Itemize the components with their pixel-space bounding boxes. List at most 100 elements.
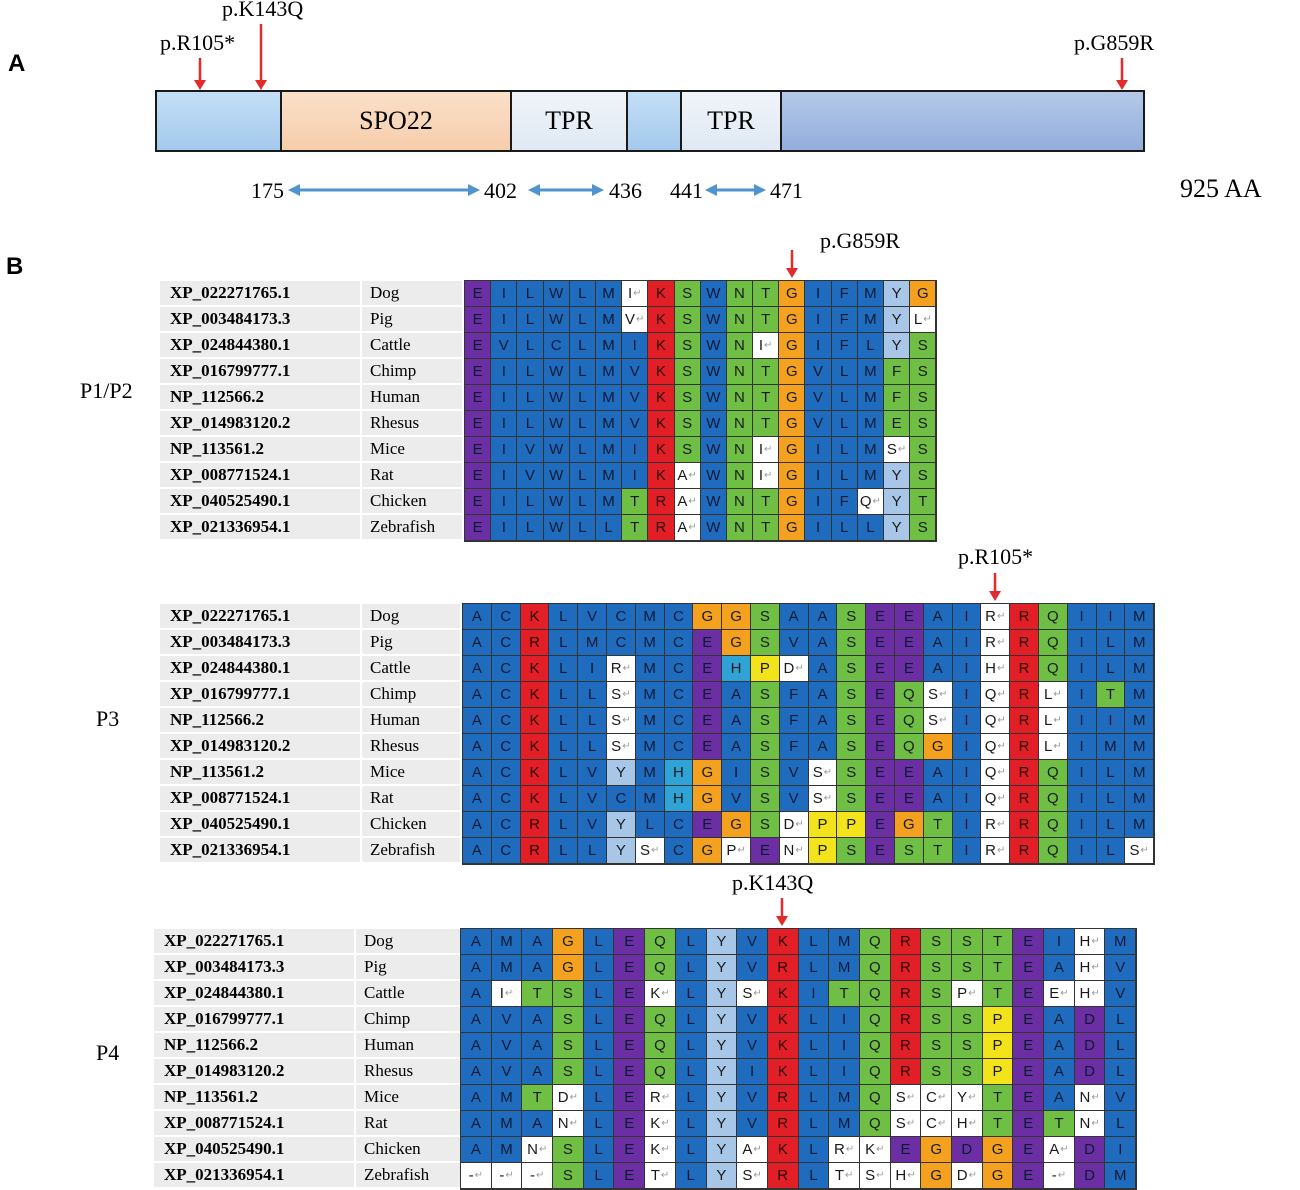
residue-cell: I: [1067, 760, 1097, 786]
protein-length-label: 925 AA: [1180, 174, 1262, 203]
residue-cell: C: [606, 630, 636, 656]
residue-cell: I↵: [491, 981, 523, 1007]
patient-group-label: P3: [96, 706, 120, 731]
residue-cell: K↵: [645, 1111, 676, 1137]
residue-cell: V: [578, 604, 607, 630]
residue-cell: G: [693, 604, 723, 630]
residue-cell: A: [463, 734, 492, 760]
residue-cell: V: [805, 385, 832, 411]
residue-cell: Q: [894, 734, 924, 760]
residue-cell: S: [952, 929, 983, 955]
residue-cell: L: [549, 708, 579, 734]
residue-cell: Q: [859, 929, 891, 955]
residue-cell: I: [1067, 656, 1097, 682]
residue-cell: S: [553, 1163, 584, 1189]
residue-cell: D: [1074, 1137, 1106, 1163]
residue-cell: A: [461, 1111, 492, 1137]
position-436: 436: [609, 178, 642, 203]
residue-cell: E: [693, 812, 723, 838]
accession-id: XP_003484173.3: [154, 955, 354, 979]
residue-cell: C: [664, 708, 694, 734]
residue-cell: A: [461, 955, 492, 981]
residue-cell: E: [866, 812, 895, 838]
residue-cell: R: [520, 812, 550, 838]
residue-cell: K↵: [645, 1137, 676, 1163]
residue-cell: H↵: [952, 1111, 983, 1137]
panel-a-arrows: [194, 24, 1128, 196]
residue-cell: E: [866, 760, 895, 786]
residue-cell: L↵: [910, 307, 937, 333]
residue-cell: S↵: [859, 1163, 891, 1189]
residue-cell: M: [491, 1085, 523, 1111]
residue-cell: H↵: [1074, 981, 1106, 1007]
residue-cell: I: [1067, 630, 1097, 656]
residue-cell: A: [461, 1059, 492, 1085]
accession-id: XP_003484173.3: [160, 630, 360, 654]
residue-cell: H↵: [1074, 929, 1106, 955]
residue-cell: E: [894, 604, 924, 630]
residue-cell: S: [553, 1033, 584, 1059]
residue-cell: L: [517, 489, 544, 515]
residue-cell: E: [693, 734, 723, 760]
residue-cell: Y: [706, 1059, 738, 1085]
residue-cell: L: [583, 1111, 615, 1137]
residue-cell: C: [491, 760, 521, 786]
species-name: Zebrafish: [362, 515, 462, 539]
residue-cell: G: [779, 463, 806, 489]
residue-cell: T: [982, 1111, 1014, 1137]
residue-cell: V: [578, 760, 607, 786]
residue-cell: C: [664, 630, 694, 656]
residue-cell: L: [569, 307, 596, 333]
residue-cell: A: [463, 838, 492, 864]
residue-cell: G: [693, 760, 723, 786]
residue-cell: L↵: [1038, 734, 1068, 760]
residue-cell: L: [569, 333, 596, 359]
residue-cell: L: [569, 281, 596, 307]
residue-cell: L: [831, 437, 858, 463]
position-402: 402: [484, 178, 517, 203]
residue-cell: K: [767, 1007, 799, 1033]
residue-cell: D↵: [779, 656, 809, 682]
residue-cell: K: [767, 1137, 799, 1163]
residue-cell: E: [750, 838, 780, 864]
residue-cell: Q: [859, 1007, 891, 1033]
residue-cell: S↵: [884, 437, 911, 463]
residue-cell: Q: [645, 929, 676, 955]
residue-cell: V: [578, 786, 607, 812]
residue-cell: M: [1125, 812, 1155, 838]
accession-id: XP_024844380.1: [160, 656, 360, 680]
residue-cell: L: [798, 1163, 830, 1189]
residue-cell: A: [808, 630, 838, 656]
residue-cell: K: [767, 1059, 799, 1085]
residue-cell: A: [461, 1137, 492, 1163]
residue-cell: E: [465, 333, 492, 359]
residue-cell: L: [569, 489, 596, 515]
residue-cell: N: [726, 307, 754, 333]
residue-cell: G: [779, 437, 806, 463]
residue-cell: S: [910, 437, 937, 463]
residue-cell: L: [569, 385, 596, 411]
residue-cell: L: [1105, 1033, 1137, 1059]
residue-cell: Y: [706, 1033, 738, 1059]
residue-cell: W: [700, 489, 727, 515]
residue-cell: S: [910, 515, 937, 541]
residue-cell: T: [522, 981, 554, 1007]
panel-a-letter: A: [8, 50, 26, 77]
residue-cell: I: [1096, 708, 1126, 734]
residue-cell: N: [726, 333, 754, 359]
residue-cell: T: [982, 955, 1014, 981]
species-name: Dog: [356, 929, 460, 953]
residue-cell: E: [866, 838, 895, 864]
residue-cell: A: [808, 734, 838, 760]
residue-cell: P↵: [722, 838, 751, 864]
residue-cell: L: [583, 1085, 615, 1111]
residue-cell: A: [522, 1059, 554, 1085]
residue-cell: L: [517, 307, 544, 333]
residue-cell: E: [866, 656, 895, 682]
species-name: Rat: [362, 786, 460, 810]
residue-cell: S: [952, 1059, 983, 1085]
residue-cell: H↵: [890, 1163, 922, 1189]
residue-cell: M: [491, 1111, 523, 1137]
residue-cell: S: [674, 411, 701, 437]
residue-cell: V: [779, 786, 809, 812]
